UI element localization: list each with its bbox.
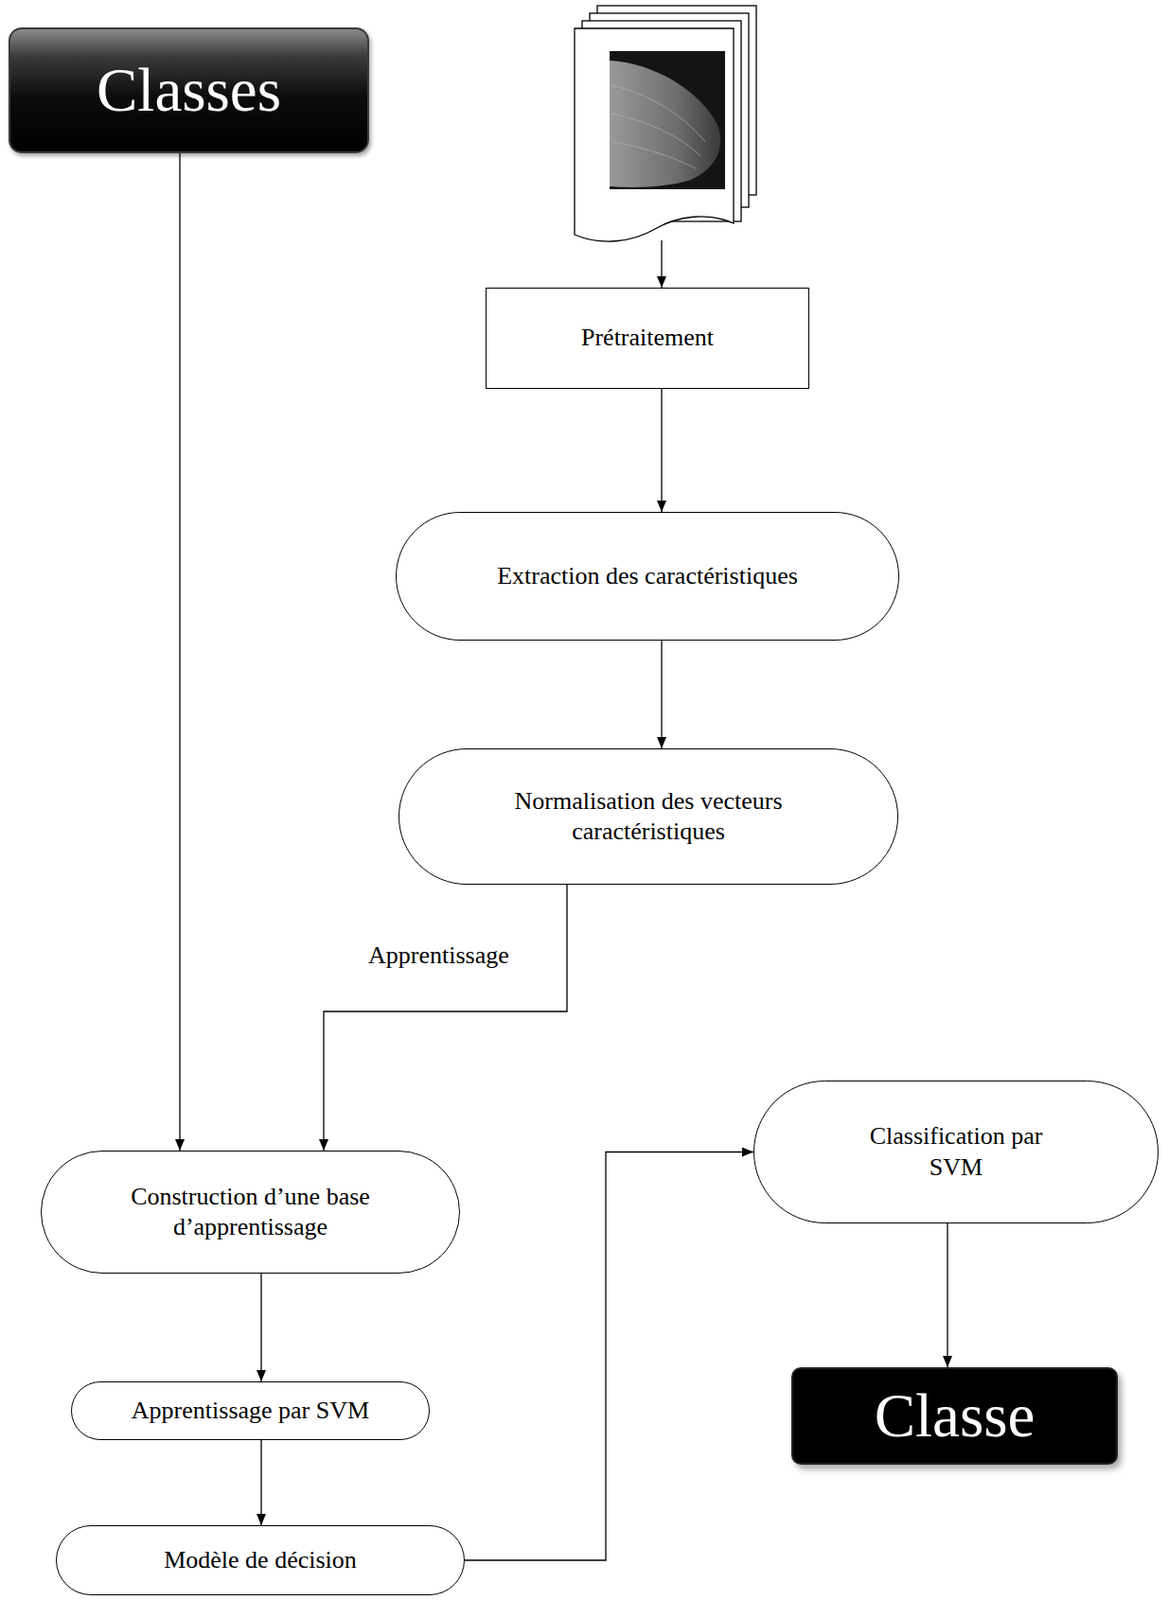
breast-shape [609,60,721,188]
result-class-box: Classe [791,1367,1118,1466]
flow-arrow [946,1223,948,1368]
process-terminal: Normalisation des vecteurs caractéristiq… [398,748,899,886]
node-text: Classes [96,56,282,125]
edge-label: Apprentissage [365,940,513,971]
node-text: Apprentissage par SVM [131,1396,370,1428]
flow-arrow [260,1274,262,1382]
node-text: Classe [874,1382,1036,1452]
flow-arrow [660,640,662,749]
process-box: Prétraitement [485,287,810,390]
process-terminal: Apprentissage par SVM [70,1381,430,1441]
process-terminal: Extraction des caractéristiques [395,512,900,641]
flow-arrow [260,1440,262,1526]
flow-arrow [323,885,567,1152]
process-terminal: Construction d’une base d’apprentissage [40,1151,461,1275]
node-text: Construction d’une base d’apprentissage [88,1182,412,1244]
node-text: Normalisation des vecteurs caractéristiq… [456,786,841,849]
node-text: Prétraitement [581,322,714,355]
process-terminal: Classification par SVM [753,1080,1159,1224]
mammogram-image [609,51,726,190]
document-page [574,28,734,242]
node-text: Classification par SVM [848,1121,1064,1184]
flow-arrow [464,1152,754,1562]
flow-arrow [660,389,662,513]
class-set-box: Classes [8,27,370,154]
flow-arrow [178,153,180,1152]
arrow-line [660,240,662,288]
process-terminal: Modèle de décision [55,1525,465,1596]
node-text: Extraction des caractéristiques [496,561,798,593]
tissue-lines [611,85,706,169]
node-text: Modèle de décision [163,1545,357,1577]
